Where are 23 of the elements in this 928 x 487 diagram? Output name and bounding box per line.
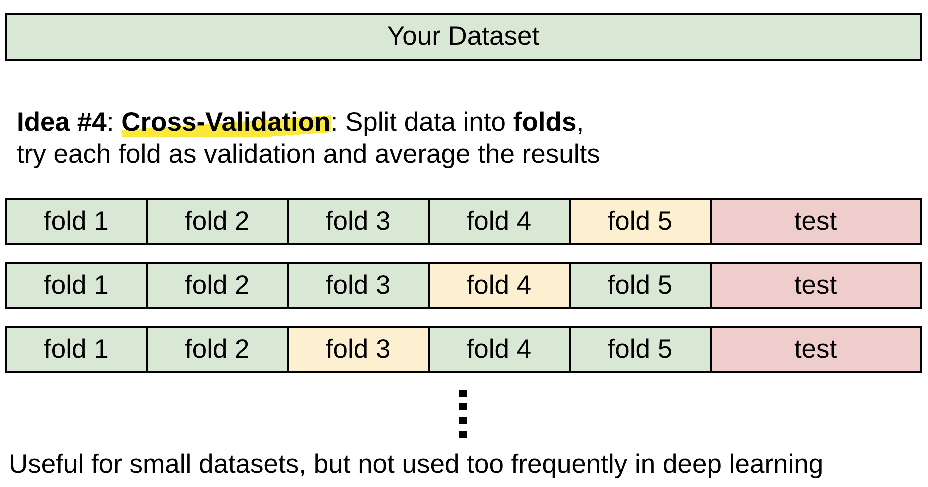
dataset-bar: Your Dataset bbox=[5, 13, 922, 61]
note-text: Useful for small datasets, but not used too frequently in deep learning bbox=[9, 448, 825, 480]
training-fold-cell: fold 4 bbox=[428, 200, 569, 243]
fold-row bbox=[5, 326, 922, 373]
training-fold-cell: fold 2 bbox=[146, 328, 287, 371]
test-split-cell: test bbox=[710, 328, 920, 371]
training-fold-cell: fold 2 bbox=[146, 264, 287, 307]
training-fold-cell: fold 5 bbox=[568, 328, 710, 371]
fold-row bbox=[5, 262, 922, 309]
training-fold-cell: fold 3 bbox=[286, 264, 428, 307]
validation-fold-cell: fold 4 bbox=[428, 264, 569, 307]
test-split-cell: test bbox=[710, 200, 920, 243]
test-split-cell: test bbox=[710, 264, 920, 307]
validation-fold-cell: fold 3 bbox=[286, 328, 428, 371]
validation-fold-cell: fold 5 bbox=[568, 200, 710, 243]
training-fold-cell: fold 2 bbox=[146, 200, 287, 243]
training-fold-cell: fold 1 bbox=[7, 264, 146, 307]
fold-row bbox=[5, 198, 922, 245]
training-fold-cell: fold 5 bbox=[568, 264, 710, 307]
training-fold-cell: fold 1 bbox=[7, 200, 146, 243]
training-fold-cell: fold 3 bbox=[286, 200, 428, 243]
training-fold-cell: fold 1 bbox=[7, 328, 146, 371]
training-fold-cell: fold 4 bbox=[428, 328, 569, 371]
